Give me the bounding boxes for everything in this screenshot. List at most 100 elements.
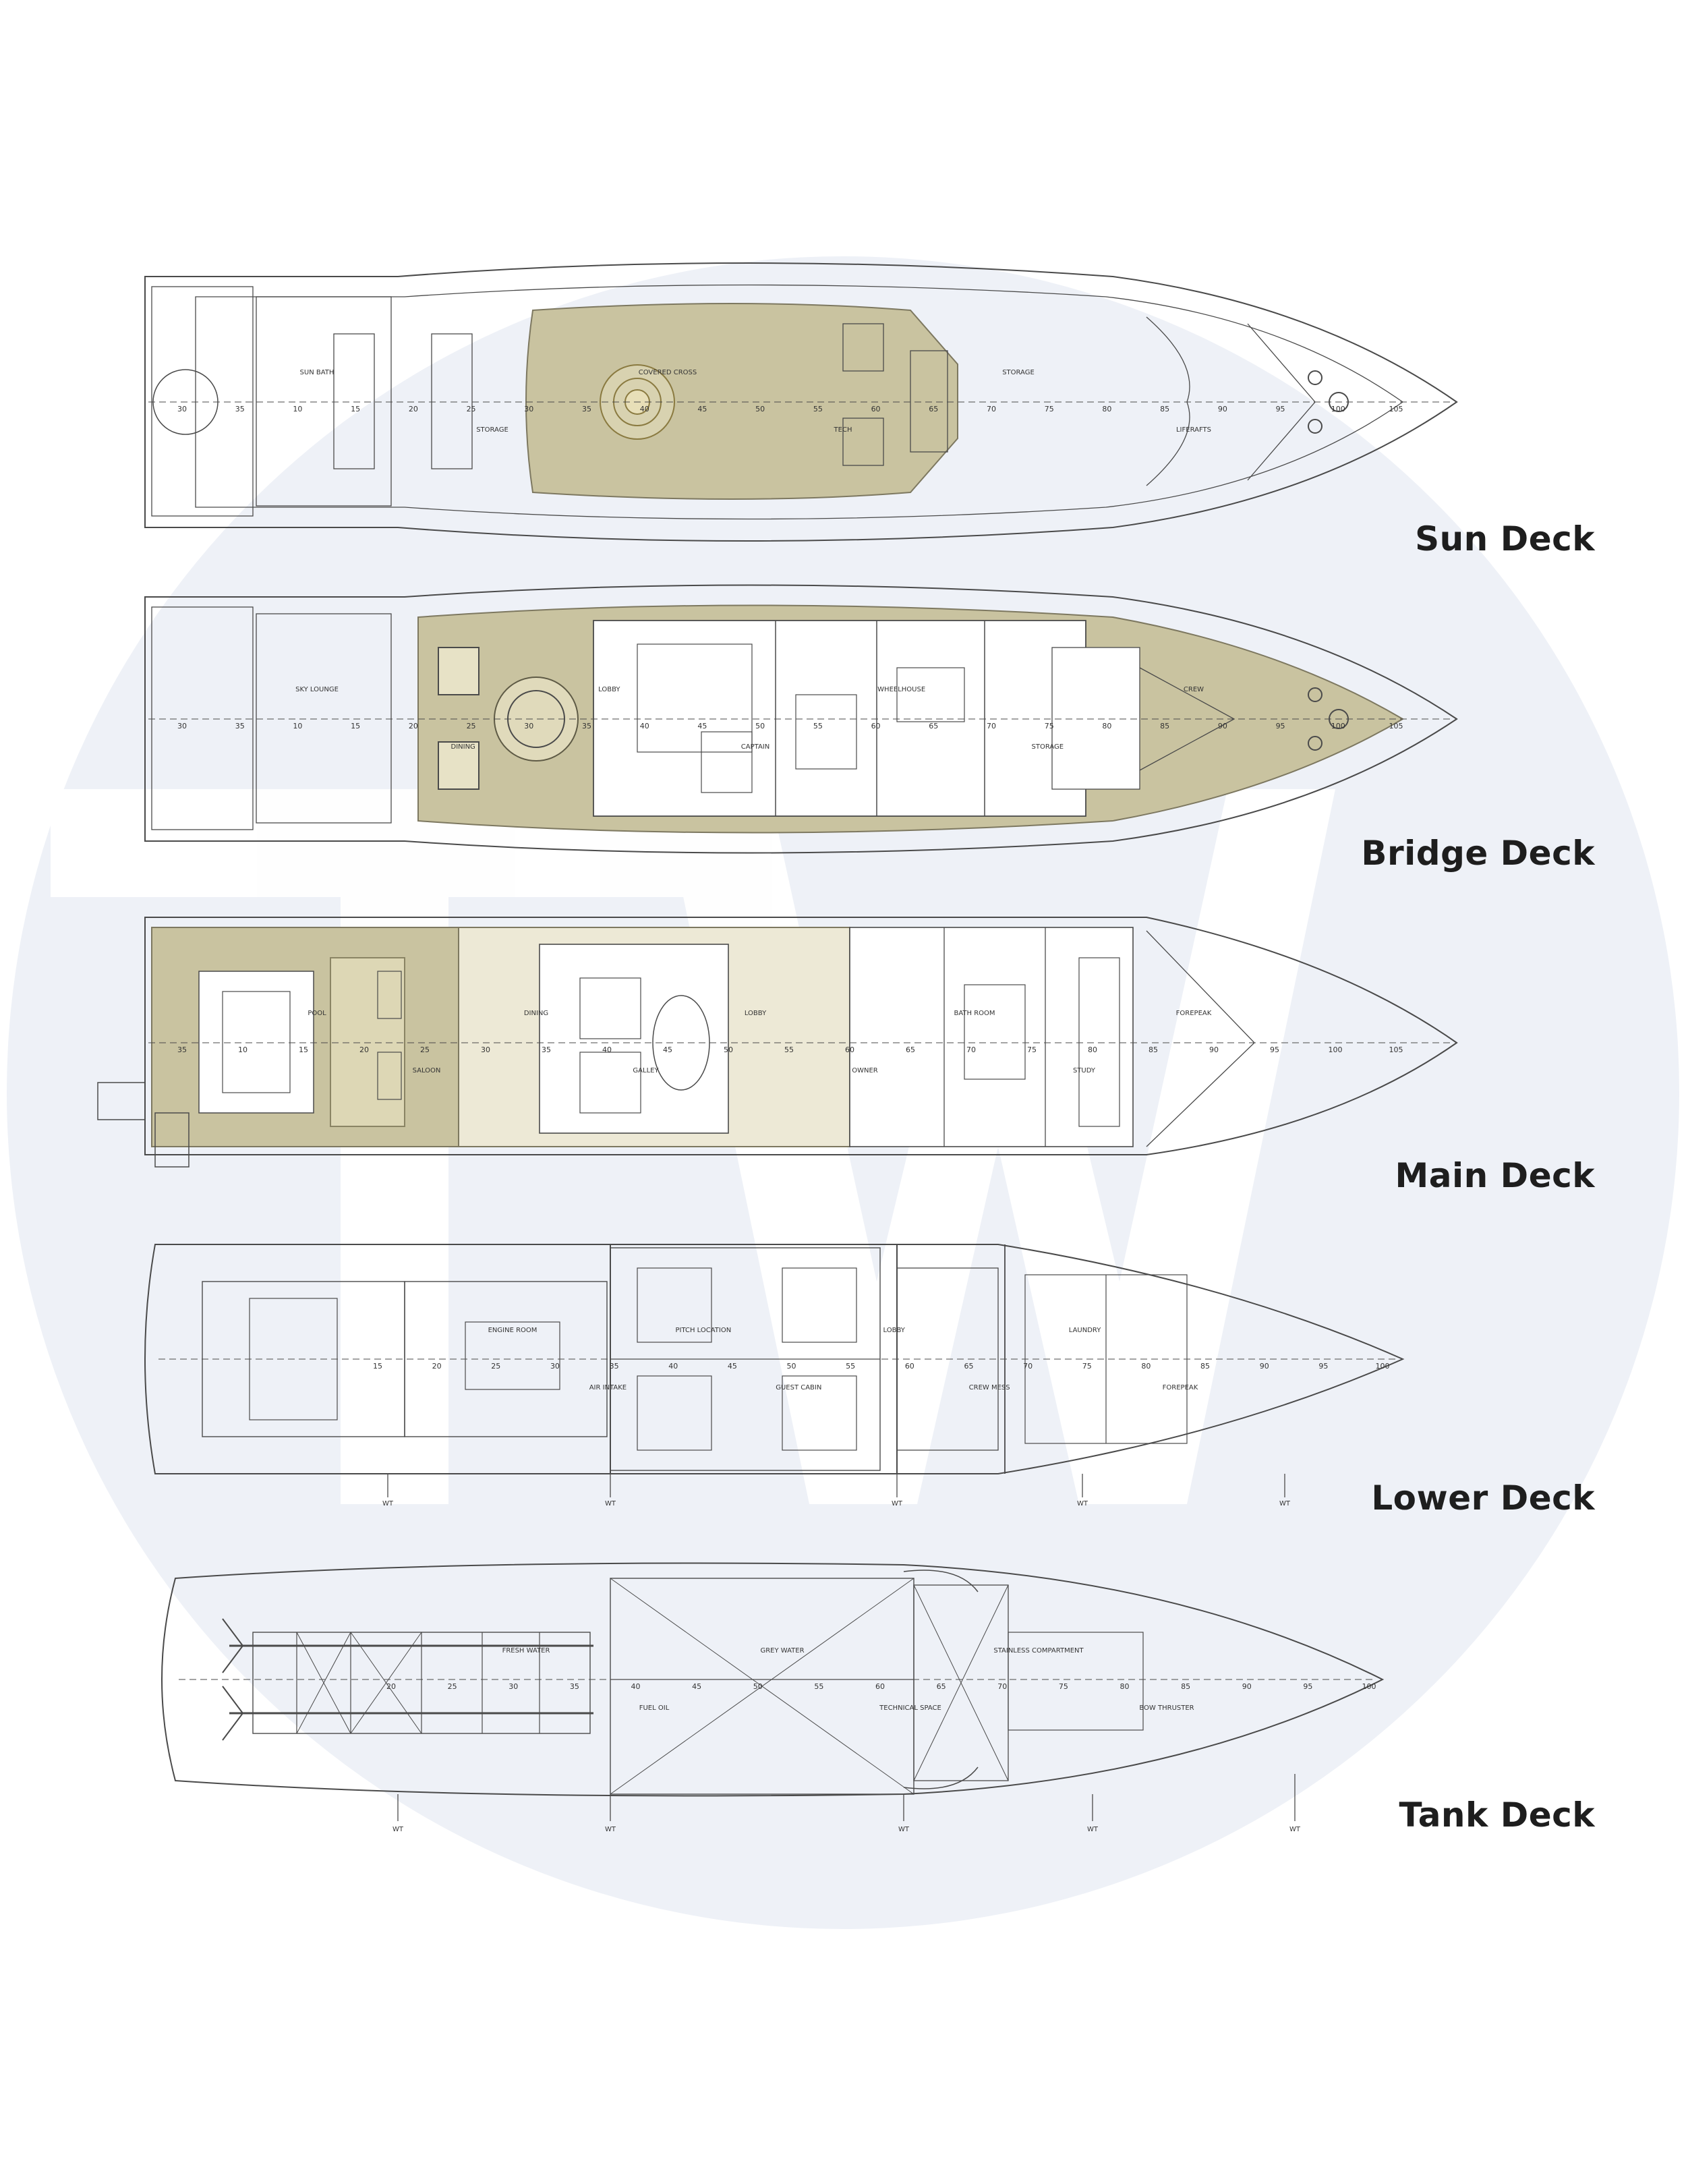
frame-number: 25 bbox=[467, 405, 476, 413]
frame-number: 85 bbox=[1181, 1682, 1190, 1691]
deck-label-main: Main Deck bbox=[1395, 1156, 1595, 1195]
room-label: TECH bbox=[834, 426, 852, 434]
watertight-bulkhead-label: WT bbox=[605, 1826, 616, 1833]
frame-number: 60 bbox=[871, 722, 881, 730]
room-label: LOBBY bbox=[745, 1010, 767, 1017]
frame-number: 55 bbox=[813, 405, 823, 413]
room-label: GALLEY bbox=[633, 1067, 659, 1074]
frame-number: 60 bbox=[845, 1045, 854, 1054]
frame-number: 100 bbox=[1362, 1682, 1376, 1691]
room-label: FUEL OIL bbox=[639, 1704, 670, 1712]
frame-number: 90 bbox=[1242, 1682, 1252, 1691]
frame-number: 40 bbox=[668, 1362, 678, 1371]
room-label: CREW MESS bbox=[969, 1384, 1010, 1391]
room-label: OWNER bbox=[852, 1067, 878, 1074]
room-label: DINING bbox=[451, 743, 475, 751]
frame-number: 50 bbox=[755, 405, 765, 413]
watertight-bulkhead-label: WT bbox=[898, 1826, 910, 1833]
frame-number: 80 bbox=[1120, 1682, 1130, 1691]
room-label: LAUNDRY bbox=[1069, 1327, 1101, 1334]
frame-number: 30 bbox=[177, 405, 187, 413]
frame-number: 35 bbox=[570, 1682, 579, 1691]
room-label: ENGINE ROOM bbox=[488, 1327, 537, 1334]
frame-number: 20 bbox=[409, 722, 418, 730]
frame-number: 70 bbox=[987, 722, 996, 730]
frame-number: 30 bbox=[550, 1362, 560, 1371]
frame-number: 80 bbox=[1088, 1045, 1097, 1054]
frame-number: 75 bbox=[1059, 1682, 1068, 1691]
room-label: COVERED CROSS bbox=[639, 369, 697, 376]
frame-number: 65 bbox=[906, 1045, 915, 1054]
room-label: STORAGE bbox=[1032, 743, 1064, 751]
frame-number: 90 bbox=[1218, 405, 1227, 413]
frame-number: 95 bbox=[1270, 1045, 1279, 1054]
frame-number: 85 bbox=[1160, 722, 1169, 730]
frame-number: 65 bbox=[937, 1682, 946, 1691]
frame-number: 40 bbox=[640, 405, 649, 413]
frame-number: 35 bbox=[582, 405, 591, 413]
frame-number: 20 bbox=[386, 1682, 396, 1691]
frame-number: 55 bbox=[814, 1682, 823, 1691]
frame-number: 45 bbox=[697, 722, 707, 730]
frame-number: 20 bbox=[359, 1045, 369, 1054]
frame-number: 50 bbox=[755, 722, 765, 730]
frame-number: 100 bbox=[1331, 405, 1345, 413]
frame-number: 15 bbox=[299, 1045, 308, 1054]
frame-number: 55 bbox=[846, 1362, 855, 1371]
frame-number: 45 bbox=[692, 1682, 701, 1691]
lower-deck-plan bbox=[144, 1244, 1405, 1497]
tank-deck-plan bbox=[161, 1562, 1385, 1821]
frame-number: 30 bbox=[177, 722, 187, 730]
frame-number: 25 bbox=[491, 1362, 500, 1371]
frame-number: 25 bbox=[448, 1682, 457, 1691]
frame-number: 100 bbox=[1376, 1362, 1390, 1371]
room-label: POOL bbox=[308, 1010, 326, 1017]
frame-number: 75 bbox=[1027, 1045, 1037, 1054]
room-label: LOBBY bbox=[883, 1327, 906, 1334]
frame-number: 30 bbox=[524, 405, 533, 413]
frame-number: 40 bbox=[631, 1682, 641, 1691]
room-label: BATH ROOM bbox=[954, 1010, 995, 1017]
sun-deck-plan bbox=[144, 262, 1458, 542]
frame-number: 80 bbox=[1141, 1362, 1151, 1371]
room-label: BOW THRUSTER bbox=[1139, 1704, 1194, 1712]
frame-number: 85 bbox=[1200, 1362, 1210, 1371]
frame-number: 35 bbox=[235, 405, 245, 413]
room-label: SALOON bbox=[413, 1067, 441, 1074]
frame-number: 80 bbox=[1102, 722, 1111, 730]
deck-label-lower: Lower Deck bbox=[1371, 1478, 1595, 1518]
frame-number: 45 bbox=[728, 1362, 737, 1371]
frame-number: 65 bbox=[929, 722, 938, 730]
frame-number: 35 bbox=[235, 722, 245, 730]
watertight-bulkhead-label: WT bbox=[382, 1500, 394, 1507]
room-label: LIFERAFTS bbox=[1176, 426, 1211, 434]
watertight-bulkhead-label: WT bbox=[1077, 1500, 1088, 1507]
room-label: STUDY bbox=[1073, 1067, 1096, 1074]
room-label: WHEELHOUSE bbox=[877, 686, 925, 693]
watertight-bulkhead-label: WT bbox=[892, 1500, 903, 1507]
room-label: CREW bbox=[1184, 686, 1204, 693]
watertight-bulkhead-label: WT bbox=[393, 1826, 404, 1833]
room-label: FOREPEAK bbox=[1176, 1010, 1212, 1017]
frame-number: 35 bbox=[177, 1045, 187, 1054]
frame-number: 60 bbox=[875, 1682, 885, 1691]
room-label: STORAGE bbox=[476, 426, 508, 434]
frame-number: 70 bbox=[1023, 1362, 1033, 1371]
frame-number: 40 bbox=[640, 722, 649, 730]
watertight-bulkhead-label: WT bbox=[1279, 1500, 1291, 1507]
frame-number: 90 bbox=[1209, 1045, 1219, 1054]
frame-number: 35 bbox=[542, 1045, 551, 1054]
frame-number: 80 bbox=[1102, 405, 1111, 413]
frame-number: 60 bbox=[871, 405, 881, 413]
frame-number: 50 bbox=[787, 1362, 796, 1371]
room-label: TECHNICAL SPACE bbox=[879, 1704, 941, 1712]
room-label: FRESH WATER bbox=[502, 1647, 550, 1655]
room-label: SKY LOUNGE bbox=[295, 686, 339, 693]
frame-number: 105 bbox=[1389, 1045, 1403, 1054]
frame-number: 10 bbox=[293, 405, 302, 413]
deck-label-sun: Sun Deck bbox=[1415, 519, 1595, 558]
frame-number: 100 bbox=[1329, 1045, 1343, 1054]
frame-number: 85 bbox=[1149, 1045, 1158, 1054]
bridge-deck-plan bbox=[144, 584, 1458, 854]
